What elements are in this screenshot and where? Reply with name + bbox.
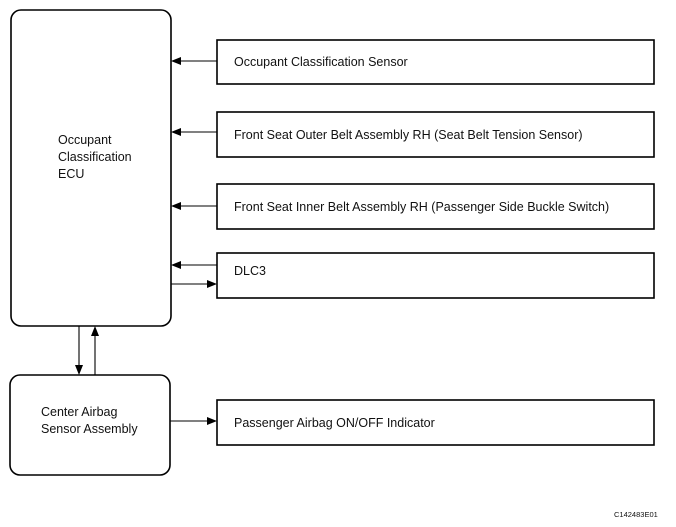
dlc3-box [216,252,655,299]
dlc3-out-arrow [207,280,217,288]
occupant-sensor-label: Occupant Classification Sensor [234,55,408,69]
figure-code: C142483E01 [614,510,658,519]
indicator-label: Passenger Airbag ON/OFF Indicator [234,416,435,430]
dlc3-block: DLC3 [171,252,655,299]
center-airbag-block: Center Airbag Sensor Assembly [9,374,171,476]
inner-belt-block: Front Seat Inner Belt Assembly RH (Passe… [171,183,655,230]
dlc3-label: DLC3 [234,264,266,278]
ecu-airbag-links [75,326,99,375]
center-airbag-label-line1: Center Airbag [41,405,117,419]
outer-belt-label: Front Seat Outer Belt Assembly RH (Seat … [234,128,583,142]
ecu-block: Occupant Classification ECU [10,9,172,327]
outer-belt-arrow [171,128,181,136]
indicator-arrow [207,417,217,425]
outer-belt-block: Front Seat Outer Belt Assembly RH (Seat … [171,111,655,158]
ecu-label-line1: Occupant [58,133,112,147]
inner-belt-arrow [171,202,181,210]
occupant-sensor-arrow [171,57,181,65]
indicator-block: Passenger Airbag ON/OFF Indicator [170,399,655,446]
ecu-box [10,9,172,327]
dlc3-in-arrow [171,261,181,269]
occupant-sensor-box [216,39,655,85]
airbag-to-ecu-arrow [91,326,99,336]
ecu-label-line2: Classification [58,150,132,164]
indicator-box [216,399,655,446]
inner-belt-label: Front Seat Inner Belt Assembly RH (Passe… [234,200,609,214]
ecu-label-line3: ECU [58,167,84,181]
center-airbag-box [9,374,171,476]
ecu-to-airbag-arrow [75,365,83,375]
outer-belt-box [216,111,655,158]
occupant-sensor-block: Occupant Classification Sensor [171,39,655,85]
center-airbag-label-line2: Sensor Assembly [41,422,138,436]
inner-belt-box [216,183,655,230]
